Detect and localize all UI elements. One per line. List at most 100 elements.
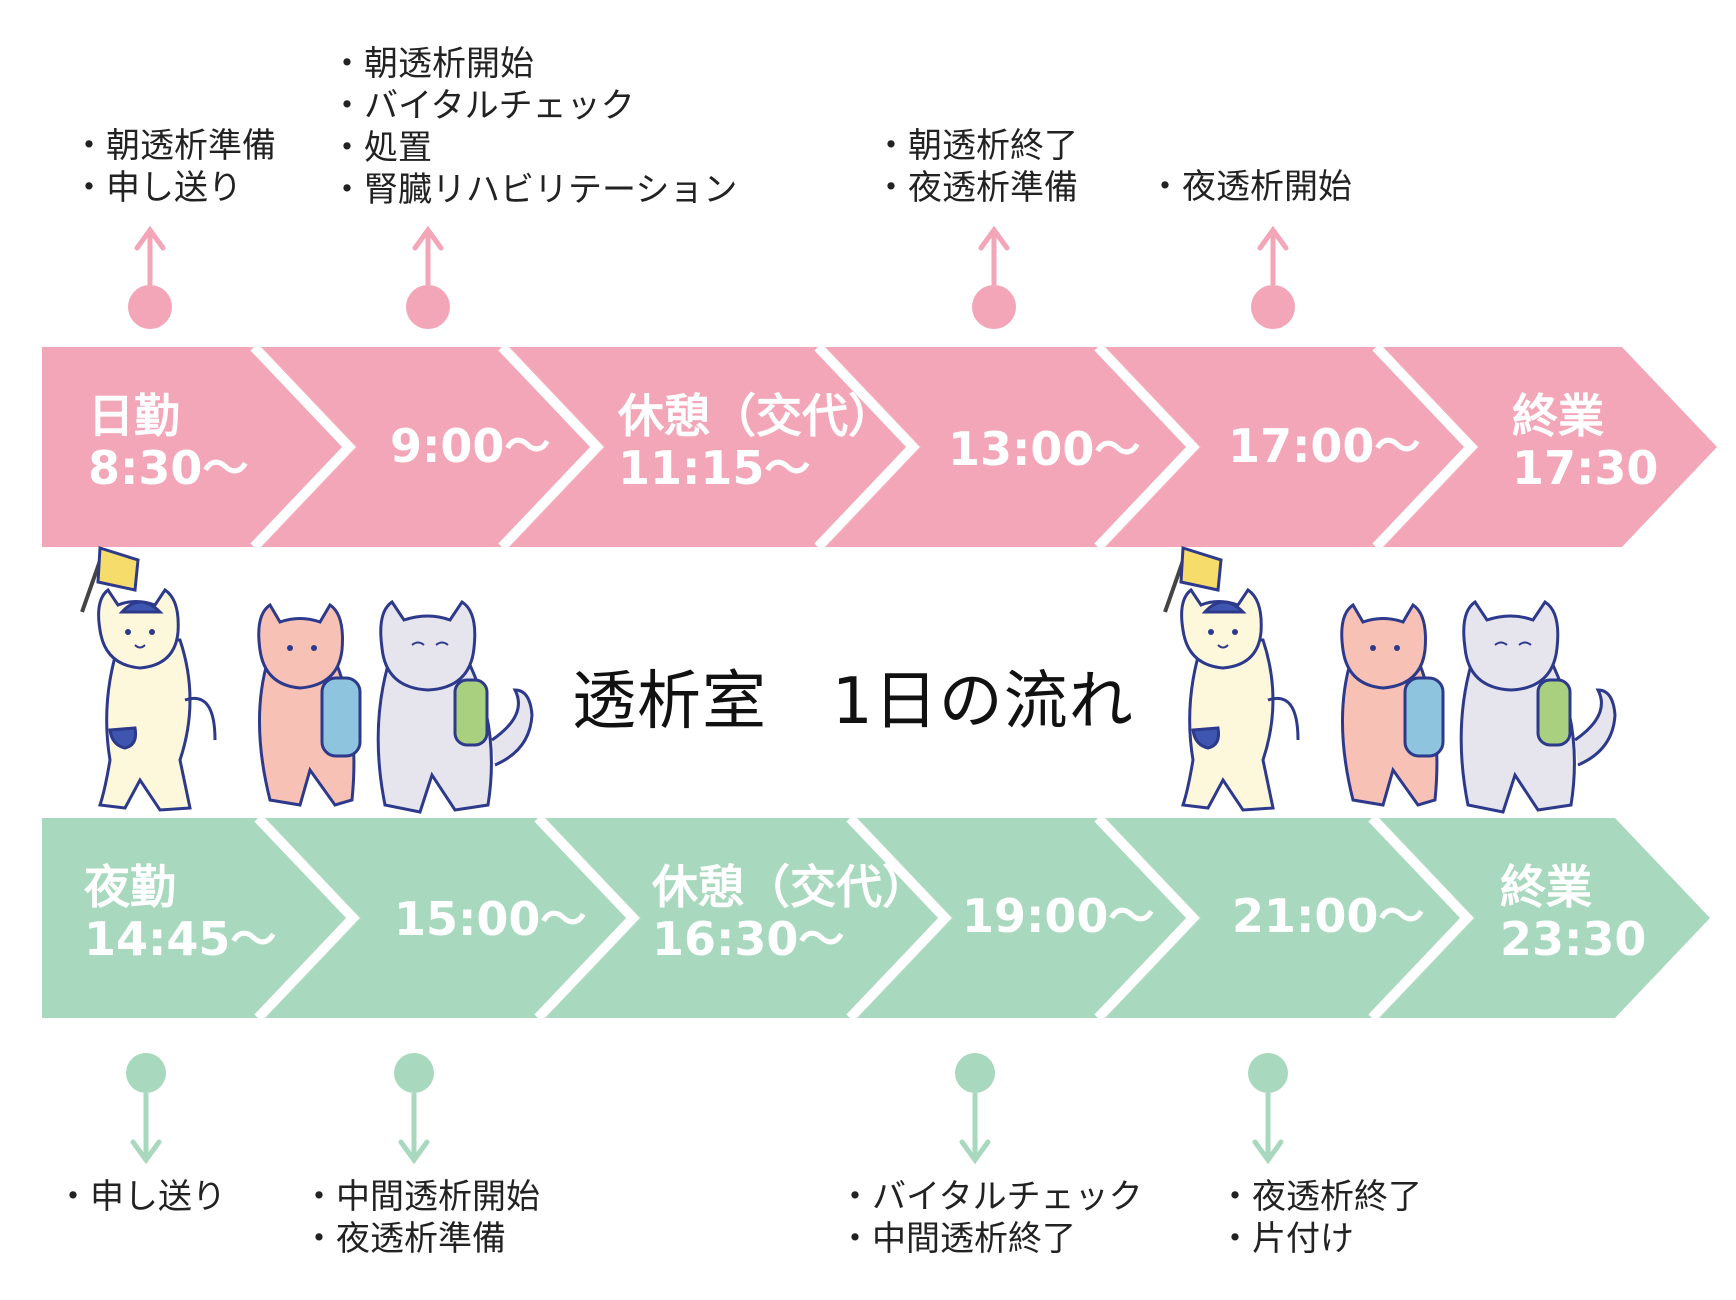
day-note-3: ・朝透析終了 ・夜透析準備 <box>874 125 1078 209</box>
day-segment-label: 休憩（交代）11:15〜 <box>617 389 894 495</box>
cat-eye <box>1232 629 1238 635</box>
marker-dot <box>1251 285 1295 329</box>
night-segment-1 <box>42 818 361 1018</box>
night-segment-5 <box>1106 818 1475 1018</box>
backpack-icon <box>320 676 362 758</box>
note-item: ・片付け <box>1218 1219 1354 1259</box>
day-segment-4 <box>826 347 1201 547</box>
day-segment-2 <box>262 347 605 547</box>
down-arrow-icon <box>959 1139 991 1165</box>
cat-eyes-closed <box>411 641 449 646</box>
segment-label-line: 9:00〜 <box>390 419 550 473</box>
night-separator <box>1094 814 1200 1022</box>
cat-tail <box>1267 697 1300 741</box>
night-note-4: ・夜透析終了 ・片付け <box>1218 1176 1422 1260</box>
cap-icon <box>1201 600 1247 614</box>
pink-cat-with-backpack <box>1340 602 1445 807</box>
day-separator <box>814 343 920 551</box>
night-shift-markers <box>126 1053 1288 1165</box>
pink-cat-with-backpack <box>257 602 362 807</box>
note-item: ・夜透析終了 <box>1218 1177 1422 1217</box>
day-segment-1 <box>42 347 357 547</box>
segment-label-line: 8:30〜 <box>88 441 248 495</box>
segment-label-line: 休憩（交代） <box>651 860 928 914</box>
cat-illustration-group <box>1163 545 1617 814</box>
up-arrow-icon <box>134 225 166 251</box>
note-item: ・中間透析開始 <box>302 1177 540 1217</box>
day-separator <box>250 343 356 551</box>
gray-cat-with-backpack <box>1459 599 1617 814</box>
night-segment-label: 21:00〜 <box>1232 889 1424 943</box>
note-item: ・腎臓リハビリテーション <box>330 170 738 210</box>
backpack-icon <box>1536 678 1572 747</box>
cat-eye <box>149 629 155 635</box>
segment-label-line: 14:45〜 <box>84 912 276 966</box>
marker-dot <box>955 1053 995 1093</box>
cream-cat-with-flag <box>1163 545 1300 812</box>
night-segment-3 <box>546 818 953 1018</box>
marker-dot <box>406 285 450 329</box>
down-arrow-icon <box>130 1139 162 1165</box>
night-note-3: ・バイタルチェック ・中間透析終了 <box>838 1176 1143 1260</box>
note-item: ・申し送り <box>56 1177 226 1217</box>
night-segment-label: 19:00〜 <box>962 889 1154 943</box>
cat-eye <box>125 629 131 635</box>
day-segment-label: 13:00〜 <box>948 422 1140 476</box>
night-note-1: ・申し送り <box>56 1176 226 1218</box>
backpack-icon <box>453 678 489 747</box>
segment-label-line: 23:30 <box>1500 912 1646 966</box>
marker-dot <box>394 1053 434 1093</box>
day-segment-6 <box>1384 347 1717 547</box>
cat-illustration-group <box>80 545 534 814</box>
segment-label-line: 終業 <box>1512 389 1604 443</box>
note-item: ・朝透析準備 <box>72 126 276 166</box>
night-segment-2 <box>266 818 641 1018</box>
segment-label-line: 21:00〜 <box>1232 889 1424 943</box>
note-item: ・夜透析開始 <box>1148 167 1352 207</box>
marker-dot <box>126 1053 166 1093</box>
day-separator <box>1372 343 1478 551</box>
segment-label-line: 日勤 <box>88 389 180 443</box>
flag-icon <box>96 545 140 592</box>
night-separator <box>534 814 640 1022</box>
cat-body <box>97 638 192 812</box>
cat-head <box>1340 602 1427 690</box>
note-item: ・バイタルチェック <box>838 1177 1143 1217</box>
note-item: ・夜透析準備 <box>874 168 1078 208</box>
cat-tail <box>491 688 534 767</box>
segment-label-line: 17:00〜 <box>1228 419 1420 473</box>
down-arrow-icon <box>398 1139 430 1165</box>
day-note-2: ・朝透析開始 ・バイタルチェック ・処置 ・腎臓リハビリテーション <box>330 43 737 211</box>
note-item: ・朝透析終了 <box>874 126 1078 166</box>
night-separator <box>254 814 360 1022</box>
segment-label-line: 17:30 <box>1512 441 1658 495</box>
cream-cat-with-flag <box>80 545 217 812</box>
cat-group-right <box>1163 545 1617 814</box>
cat-group-left <box>80 545 534 814</box>
cat-head <box>379 599 477 692</box>
segment-label-line: 13:00〜 <box>948 422 1140 476</box>
marker-dot <box>128 285 172 329</box>
day-separator <box>498 343 604 551</box>
cat-eye <box>1208 629 1214 635</box>
note-item: ・朝透析開始 <box>330 44 534 84</box>
backpack-icon <box>1403 676 1445 758</box>
night-separator <box>846 814 952 1022</box>
day-segment-label: 9:00〜 <box>390 419 550 473</box>
down-arrow-icon <box>1252 1139 1284 1165</box>
day-segment-label: 17:00〜 <box>1228 419 1420 473</box>
cat-mouth <box>134 644 146 649</box>
day-shift-markers <box>128 225 1295 329</box>
cat-eye <box>287 645 293 651</box>
cat-eye <box>1394 645 1400 651</box>
night-segment-6 <box>1380 818 1710 1018</box>
segment-label-line: 休憩（交代） <box>617 389 894 443</box>
note-item: ・バイタルチェック <box>330 86 635 126</box>
night-segment-4 <box>858 818 1201 1018</box>
night-segment-label: 15:00〜 <box>394 892 586 946</box>
segment-label-line: 15:00〜 <box>394 892 586 946</box>
